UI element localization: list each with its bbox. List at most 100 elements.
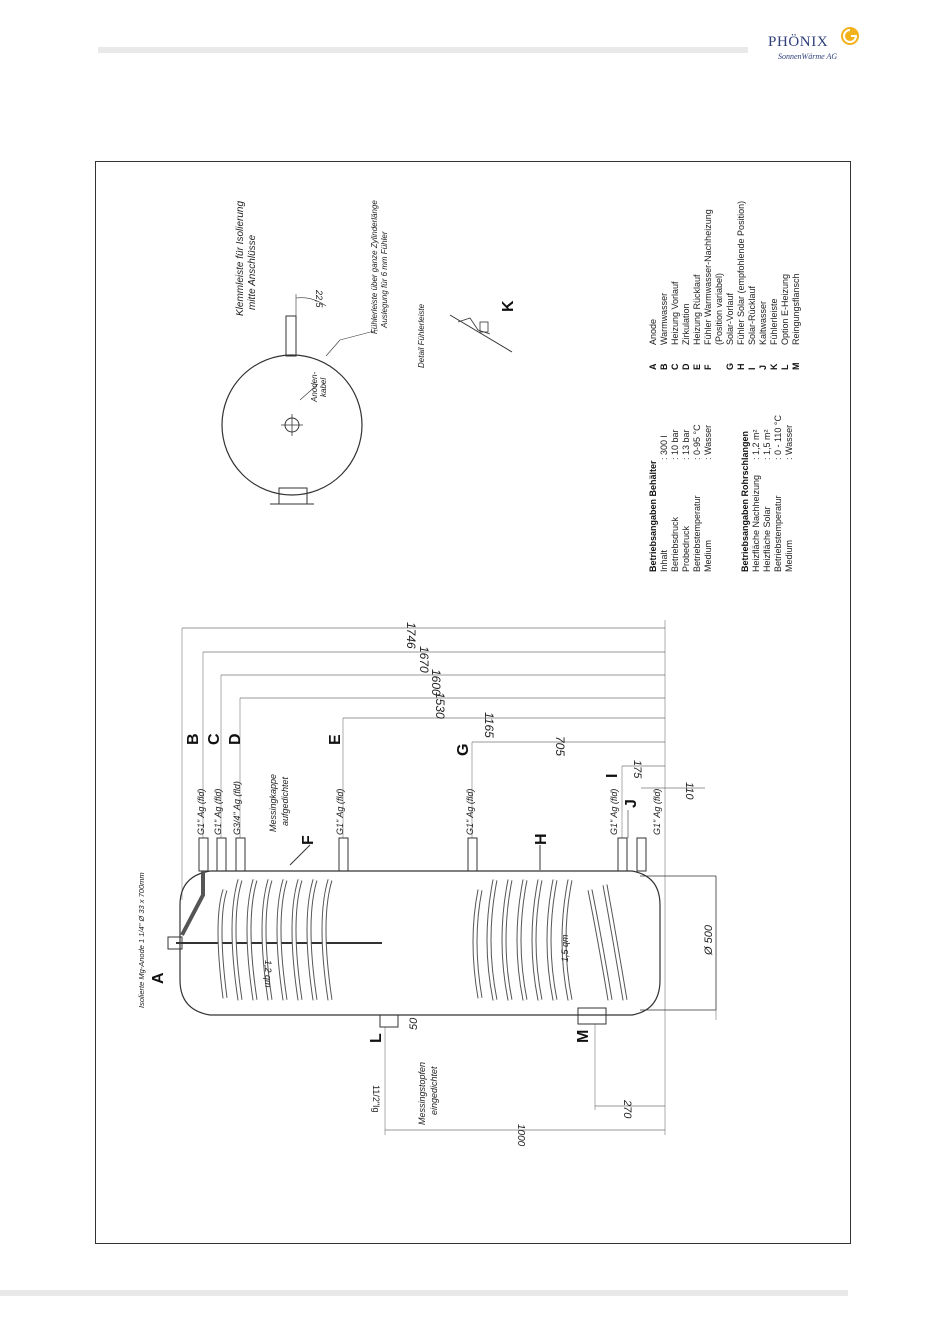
messingkappe-label-1: Messingkappe bbox=[268, 774, 278, 832]
dim-175: 175 bbox=[631, 760, 643, 779]
conn-c-label: G1" Ag (fld) bbox=[213, 789, 223, 835]
anoden-label-2: kabel bbox=[319, 378, 328, 397]
spec-value: : Wasser bbox=[784, 425, 794, 460]
dim-705: 705 bbox=[553, 736, 567, 756]
fuehlerleiste-label-1: Fühlerleiste über ganze Zylinderlänge bbox=[370, 200, 379, 334]
messingkappe-label-2: aufgedichtet bbox=[280, 776, 290, 826]
footer-divider bbox=[0, 1290, 848, 1296]
spec-value: : Wasser bbox=[703, 425, 713, 460]
dim-1530: 1530 bbox=[433, 692, 447, 719]
klemmleiste-label-2: mitte Anschlüsse bbox=[247, 234, 258, 310]
legend-text: Solar-Rücklauf bbox=[747, 285, 757, 345]
angle-label: 22,5 bbox=[314, 289, 324, 309]
conn-e-label: G1" Ag (fld) bbox=[335, 789, 345, 835]
legend-key: H bbox=[736, 364, 746, 371]
spec-label: Betriebstemperatur bbox=[773, 495, 783, 572]
spec-value: : 1,5 m² bbox=[762, 429, 772, 460]
anoden-label-1: Anoden- bbox=[310, 371, 319, 403]
anode-note: Isolierte Mg-Anode 1 1/4" Ø 33 x 700mm bbox=[137, 872, 146, 1008]
dim-1165: 1165 bbox=[482, 712, 496, 738]
legend-text: Fühlerleiste bbox=[769, 298, 779, 345]
legend-text: Option E-Heizung bbox=[780, 274, 790, 345]
letter-e: E bbox=[327, 734, 344, 745]
conn-d-label: G3/4" Ag (fld) bbox=[232, 781, 242, 835]
tank-side-view bbox=[167, 620, 717, 1135]
messingstopfen-label-1: Messingstopfen bbox=[417, 1062, 427, 1125]
letter-g: G bbox=[455, 744, 472, 756]
spec-value: : 10 bar bbox=[670, 429, 680, 460]
legend-text: Fühler Solar (empfohlende Position) bbox=[736, 201, 746, 345]
fuehlerleiste-label-2: Auslegung für 6 mm Fühler bbox=[380, 231, 389, 329]
spec-value: : 0-95 °C bbox=[692, 424, 702, 460]
dim-1600: 1600 bbox=[429, 669, 443, 696]
spec-value: : 1,2 m² bbox=[751, 429, 761, 460]
spec-label: Heizfläche Solar bbox=[762, 506, 772, 572]
conn-j-label: G1" Ag (fld) bbox=[652, 789, 662, 835]
legend-text: Kaltwasser bbox=[758, 301, 768, 345]
dim-50: 50 bbox=[408, 1017, 420, 1030]
spec-label: Medium bbox=[703, 540, 713, 572]
conn-i-label: G1" Ag (fld) bbox=[609, 789, 619, 835]
legend-key: E bbox=[692, 364, 702, 370]
detail-letter: K bbox=[500, 300, 517, 312]
spec-value: : 300 l bbox=[659, 435, 669, 460]
coil-upper-label: 1,2 qm bbox=[263, 960, 273, 988]
letter-f: F bbox=[300, 835, 317, 845]
legend-key: F bbox=[703, 364, 713, 370]
dim-1000: 1000 bbox=[515, 1124, 526, 1147]
company-logo: PHÖNIX SonnenWärme AG bbox=[764, 22, 874, 66]
dim-110: 110 bbox=[683, 782, 695, 800]
legend-key: K bbox=[769, 363, 779, 370]
legend-text: Heizung Vorlauf bbox=[670, 281, 680, 345]
messingstopfen-label-2: eingedichtet bbox=[429, 1066, 439, 1115]
top-view bbox=[221, 294, 513, 505]
legend-text: Anode bbox=[648, 319, 658, 345]
spec-value: : 13 bar bbox=[681, 429, 691, 460]
legend-text: Solar-Vorlauf bbox=[725, 292, 735, 345]
letter-b: B bbox=[185, 733, 202, 745]
letter-l: L bbox=[368, 1033, 385, 1043]
spec-value: : 0 - 110 °C bbox=[773, 415, 783, 460]
legend-key: J bbox=[758, 365, 768, 370]
l-thread-label: 11/2"Ig bbox=[371, 1085, 381, 1113]
spec-label: Inhalt bbox=[659, 549, 669, 572]
detail-label: Detail Fühlerleiste bbox=[417, 303, 426, 368]
conn-g-label: G1" Ag (fld) bbox=[465, 789, 475, 835]
header-divider bbox=[98, 47, 748, 53]
legend-key: B bbox=[659, 363, 669, 370]
letter-a: A bbox=[150, 972, 167, 984]
legend-key: G bbox=[725, 363, 735, 370]
legend-text: Heizung Rücklauf bbox=[692, 274, 702, 345]
dim-1746: 1746 bbox=[404, 622, 418, 649]
legend-key: I bbox=[747, 367, 757, 370]
legend-key: M bbox=[791, 363, 801, 371]
letter-i: I bbox=[604, 774, 621, 778]
legend-text: Warmwasser bbox=[659, 293, 669, 345]
legend-text: Fühler Warmwasser-Nachheizung bbox=[703, 209, 713, 345]
sun-icon bbox=[841, 27, 859, 45]
legend-text: Zirkulation bbox=[681, 303, 691, 345]
legend-key: L bbox=[780, 364, 790, 370]
spec-label: Heizfläche Nachheizung bbox=[751, 475, 761, 572]
letter-m: M bbox=[575, 1030, 592, 1043]
spec-label: Betriebstemperatur bbox=[692, 495, 702, 572]
legend-text: (Position variabel) bbox=[714, 273, 724, 345]
conn-b-label: G1" Ag (fld) bbox=[196, 789, 206, 835]
specs-block: Betriebsangaben Behälter Inhalt : 300 l … bbox=[648, 415, 794, 572]
letter-c: C bbox=[206, 733, 223, 745]
klemmleiste-label-1: Klemmleiste für Isolierung bbox=[235, 201, 246, 316]
legend: A Anode B Warmwasser C Heizung Vorlauf D… bbox=[648, 201, 801, 370]
spec-label: Probedruck bbox=[681, 525, 691, 572]
legend-key: D bbox=[681, 363, 691, 370]
spec-label: Betriebsdruck bbox=[670, 516, 680, 572]
logo-name: PHÖNIX bbox=[768, 34, 829, 50]
behaelter-title: Betriebsangaben Behälter bbox=[648, 460, 658, 572]
dim-500: Ø 500 bbox=[703, 924, 715, 956]
legend-key: C bbox=[670, 363, 680, 370]
spec-label: Medium bbox=[784, 540, 794, 572]
logo-subtitle: SonnenWärme AG bbox=[778, 52, 838, 61]
legend-key: A bbox=[648, 363, 658, 370]
letter-d: D bbox=[227, 733, 244, 745]
dim-270: 270 bbox=[621, 1099, 633, 1119]
